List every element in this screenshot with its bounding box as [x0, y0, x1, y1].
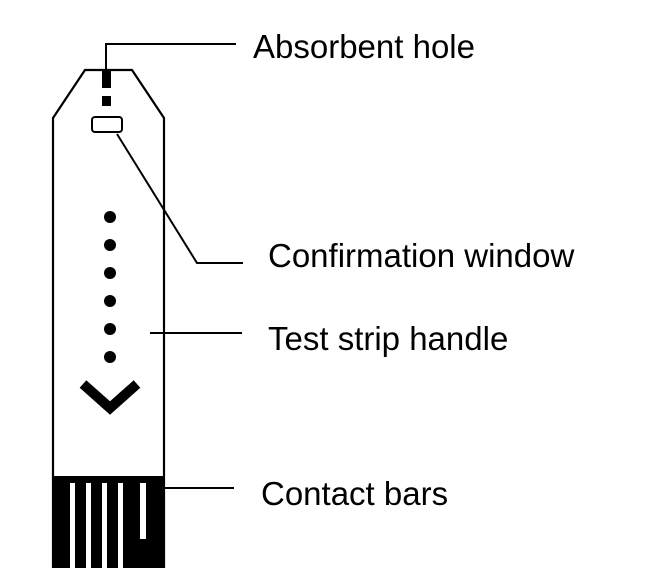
absorbent-hole-label: Absorbent hole: [253, 28, 475, 65]
contact-bars-label: Contact bars: [261, 475, 449, 512]
contact-bars: [53, 476, 164, 568]
contact-gap: [118, 483, 123, 568]
chevron-down-icon: [79, 380, 141, 415]
confirmation-window: [91, 116, 123, 133]
arrow-dot: [104, 239, 116, 251]
contact-gap: [86, 483, 91, 568]
insertion-direction-dots: [104, 211, 116, 363]
confirmation-window-label: Confirmation window: [268, 237, 575, 274]
arrow-dot: [104, 323, 116, 335]
test-strip-handle-label: Test strip handle: [268, 320, 509, 357]
leader-line-confirmation-window: [116, 133, 243, 264]
contact-gap: [140, 483, 146, 539]
arrow-dot: [104, 295, 116, 307]
leader-line-absorbent-hole: [105, 43, 236, 70]
arrow-dot: [104, 351, 116, 363]
absorbent-hole-channel: [102, 70, 111, 106]
arrow-dot: [104, 267, 116, 279]
contact-gap: [70, 483, 75, 568]
arrow-dot: [104, 211, 116, 223]
contact-gap: [102, 483, 107, 568]
